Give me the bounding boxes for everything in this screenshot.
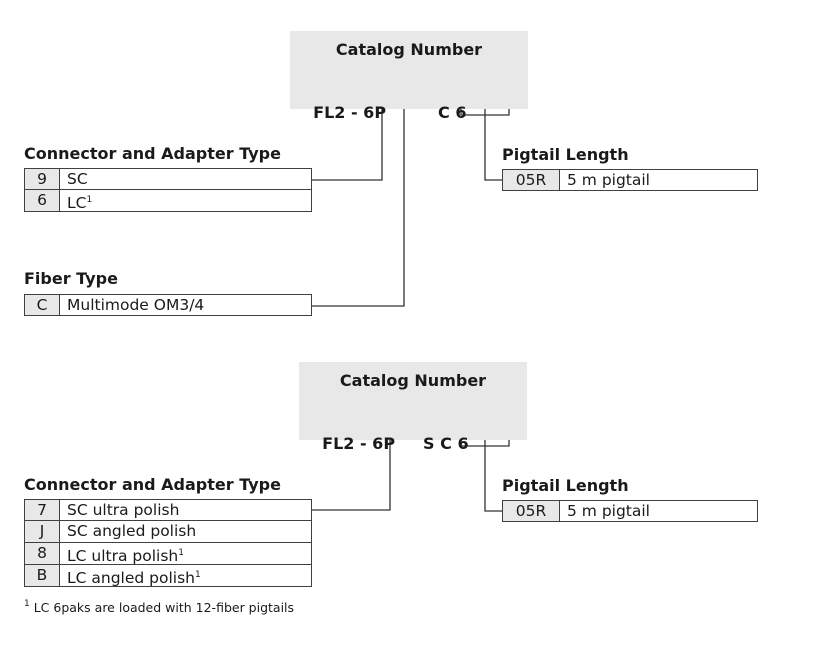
- table-row: 9 SC: [24, 168, 312, 190]
- catalog-number-code-2: FL2 - 6P S C 6: [311, 415, 469, 453]
- table-row: B LC angled polish1: [24, 565, 312, 587]
- footnote-text: LC 6paks are loaded with 12-fiber pigtai…: [33, 600, 295, 615]
- connector-table-2: 7 SC ultra polish J SC angled polish 8 L…: [24, 499, 312, 587]
- option-code: B: [25, 565, 60, 586]
- option-desc: SC: [67, 170, 88, 188]
- footnote-marker: 1: [178, 548, 184, 558]
- connector-heading-1: Connector and Adapter Type: [24, 144, 281, 163]
- pigtail-table-2: 05R 5 m pigtail: [502, 500, 758, 522]
- catalog-number-code-1: FL2 - 6P C 6: [302, 84, 467, 122]
- pigtail-table-1: 05R 5 m pigtail: [502, 169, 758, 191]
- code-suffix: C 6: [438, 103, 467, 122]
- footnote-marker: 1: [86, 195, 93, 205]
- table-row: 8 LC ultra polish1: [24, 543, 312, 565]
- option-desc: SC angled polish: [67, 522, 197, 540]
- option-code: 6: [25, 190, 60, 211]
- table-row: 6 LC1: [24, 190, 312, 212]
- option-code: 8: [25, 543, 60, 564]
- code-prefix: FL2 - 6P: [313, 103, 387, 122]
- option-code: 7: [25, 500, 60, 520]
- option-desc: LC ultra polish: [67, 547, 179, 565]
- table-row: J SC angled polish: [24, 521, 312, 543]
- pigtail-heading-2: Pigtail Length: [502, 476, 629, 495]
- catalog-number-title-2: Catalog Number: [339, 371, 487, 390]
- table-row: C Multimode OM3/4: [24, 294, 312, 316]
- footnote: 1 LC 6paks are loaded with 12-fiber pigt…: [24, 599, 294, 615]
- table-row: 05R 5 m pigtail: [502, 169, 758, 191]
- table-row: 05R 5 m pigtail: [502, 500, 758, 522]
- code-suffix: S C 6: [423, 434, 469, 453]
- catalog-number-box-1: [290, 31, 528, 109]
- catalog-number-box-2: [299, 362, 527, 440]
- footnote-marker: 1: [195, 570, 201, 580]
- connector-table-1: 9 SC 6 LC1: [24, 168, 312, 212]
- footnote-mark: 1: [24, 599, 30, 609]
- option-desc: LC: [67, 194, 87, 212]
- fiber-table-1: C Multimode OM3/4: [24, 294, 312, 316]
- option-desc: 5 m pigtail: [567, 171, 650, 189]
- option-code: C: [25, 295, 60, 315]
- connector-heading-2: Connector and Adapter Type: [24, 475, 281, 494]
- option-desc: SC ultra polish: [67, 501, 180, 519]
- code-prefix: FL2 - 6P: [322, 434, 396, 453]
- option-code: J: [25, 521, 60, 542]
- pigtail-heading-1: Pigtail Length: [502, 145, 629, 164]
- fiber-heading-1: Fiber Type: [24, 269, 118, 288]
- option-desc: 5 m pigtail: [567, 502, 650, 520]
- table-row: 7 SC ultra polish: [24, 499, 312, 521]
- option-code: 05R: [503, 170, 560, 190]
- option-desc: LC angled polish: [67, 569, 195, 587]
- option-desc: Multimode OM3/4: [67, 296, 205, 314]
- option-code: 05R: [503, 501, 560, 521]
- catalog-number-title-1: Catalog Number: [335, 40, 483, 59]
- option-code: 9: [25, 169, 60, 189]
